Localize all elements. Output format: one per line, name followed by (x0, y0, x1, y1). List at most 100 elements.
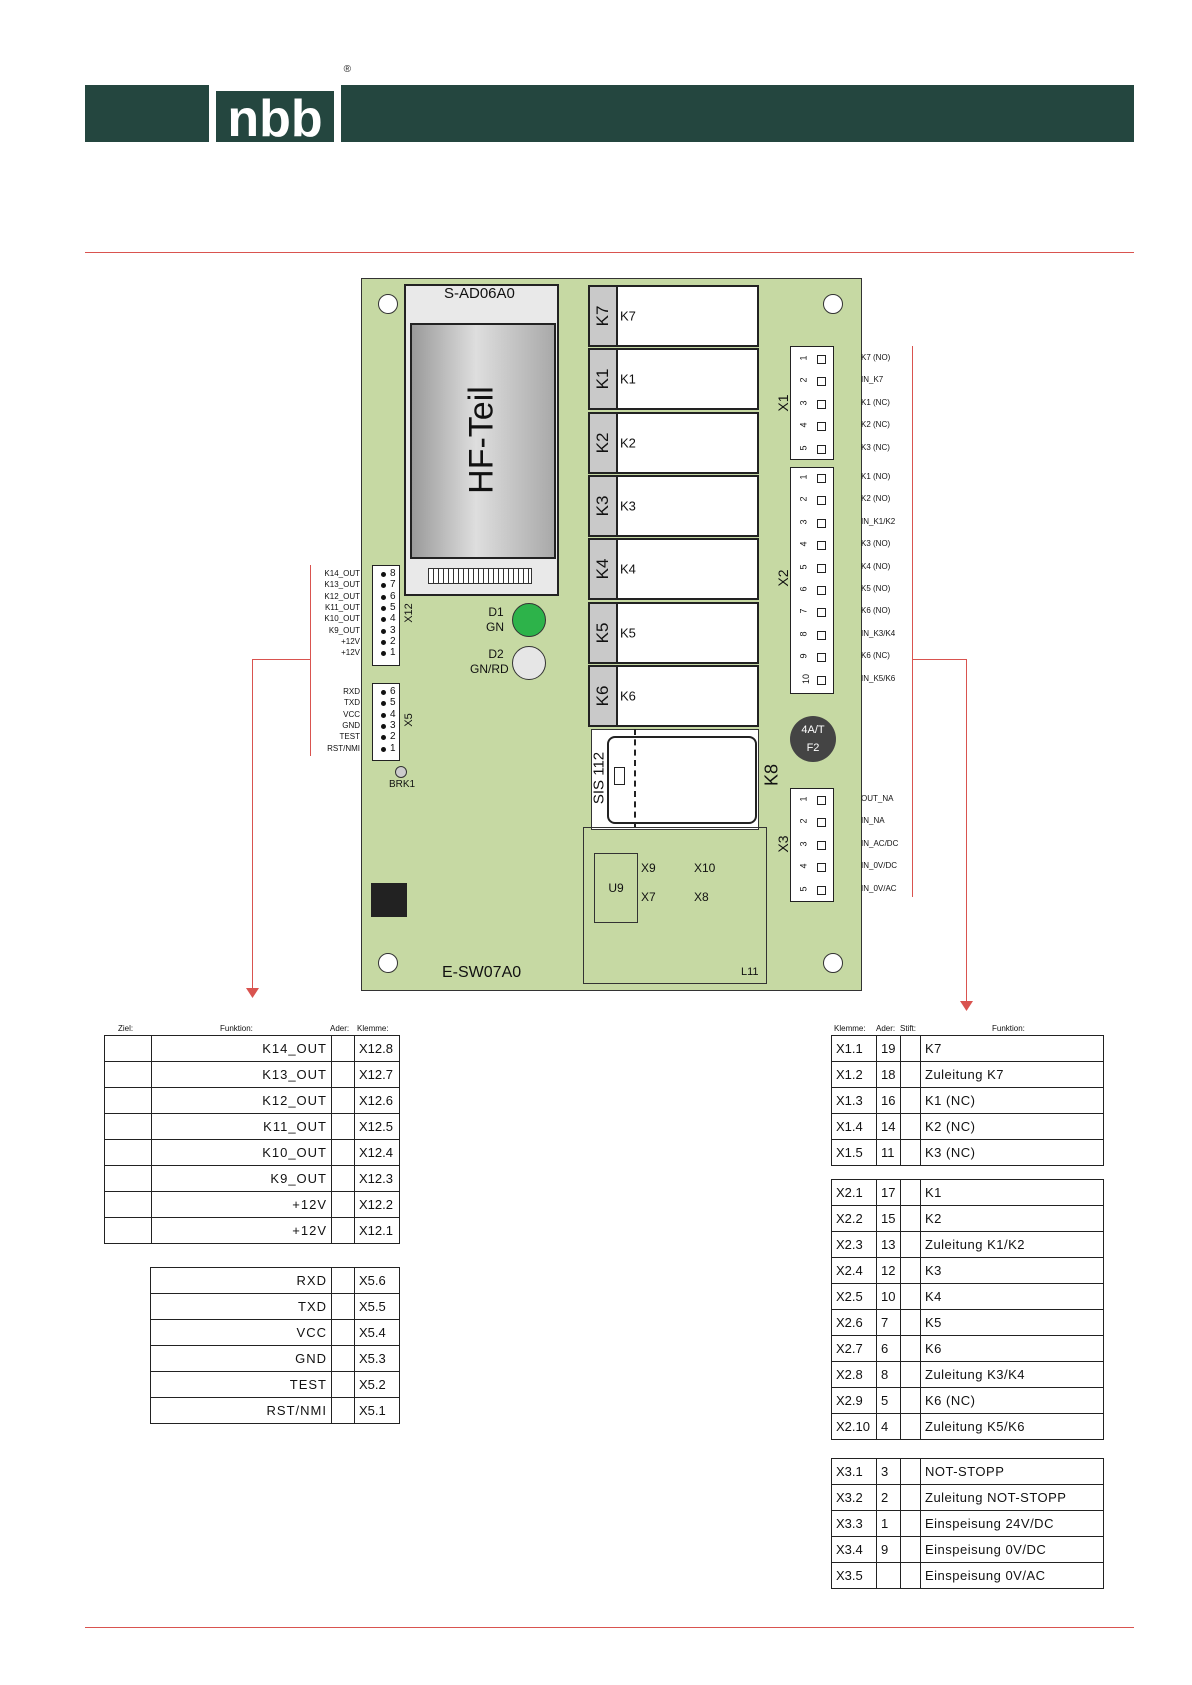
funktion-cell: K9_OUT (151, 1165, 332, 1192)
x8-label: X8 (694, 890, 709, 904)
x12-name: X12 (403, 603, 415, 623)
u9-chip: U9 (594, 853, 638, 923)
x5-pin-dot (381, 690, 386, 695)
x2-pin-number: 2 (798, 496, 809, 502)
x12-pin-number: 1 (390, 647, 396, 659)
x12-pin-number: 7 (390, 579, 396, 591)
x5-pin-dot (381, 723, 386, 729)
relay-label: K5 (620, 625, 636, 640)
x12-pin-dot (381, 594, 386, 600)
fuse-rating: 4A/T (801, 724, 825, 736)
x2-pin-number: 8 (798, 631, 809, 637)
connector-x1 (790, 346, 834, 460)
klemme-cell: X12.1 (354, 1217, 400, 1244)
x5-pin-number: 2 (390, 731, 396, 743)
x2-pin-number: 6 (798, 586, 809, 592)
klemme-cell: X12.2 (354, 1191, 400, 1218)
x2-pin-label: K6 (NO) (861, 606, 891, 616)
sis-relay-housing (607, 736, 757, 824)
x2-name: X2 (775, 569, 791, 587)
x1-pin-square (817, 355, 826, 364)
funktion-cell: Zuleitung K5/K6 (920, 1413, 1104, 1440)
funktion-cell: K3 (920, 1257, 1104, 1284)
x1-pin-number: 1 (798, 355, 809, 361)
klemme-cell: X3.1 (831, 1458, 877, 1485)
x2-pin-square (817, 563, 826, 573)
right-bracket (912, 346, 913, 897)
x1-pin-label: K7 (NO) (861, 353, 891, 362)
x5-pin-label: VCC (343, 709, 360, 719)
funktion-cell: GND (150, 1345, 332, 1372)
relay-label: K6 (620, 688, 636, 704)
relay-tab: K4 (590, 540, 618, 599)
klemme-cell: X5.2 (354, 1371, 400, 1398)
funktion-cell: K5 (920, 1309, 1104, 1336)
ader-cell (876, 1562, 901, 1589)
ader-cell: 19 (876, 1035, 901, 1062)
funktion-cell: K7 (920, 1035, 1104, 1062)
x1-pin-square (817, 377, 826, 387)
ader-cell: 15 (876, 1205, 901, 1232)
klemme-cell: X12.3 (354, 1165, 400, 1192)
ader-cell: 11 (876, 1139, 901, 1166)
left-header-ader: Ader: (330, 1024, 350, 1033)
funktion-cell: K4 (920, 1283, 1104, 1310)
klemme-cell: X2.6 (831, 1309, 877, 1336)
funktion-cell: Einspeisung 0V/AC (920, 1562, 1104, 1589)
x9-label: X9 (641, 861, 656, 875)
ader-cell: 10 (876, 1283, 901, 1310)
nbb-logo: nbb ® (209, 61, 351, 142)
mounting-hole (378, 953, 398, 973)
ader-cell (331, 1139, 355, 1166)
ader-cell: 17 (876, 1179, 901, 1206)
left-leader-h (252, 659, 310, 660)
stift-cell (900, 1139, 921, 1166)
x5-pin-label: TEST (339, 732, 360, 742)
x2-pin-label: K5 (NO) (861, 584, 891, 593)
x2-pin-label: K4 (NO) (861, 561, 891, 571)
funktion-cell: K11_OUT (151, 1113, 332, 1140)
x2-pin-number: 1 (798, 474, 809, 480)
x12-pin-label: +12V (341, 648, 360, 658)
x1-pin-number: 2 (798, 377, 809, 383)
x5-pin-number: 3 (390, 719, 396, 731)
relay-label: K1 (620, 371, 636, 387)
led-d1 (512, 603, 546, 637)
ader-cell (331, 1087, 355, 1114)
stift-cell (900, 1510, 921, 1537)
x5-pin-label: GND (342, 720, 360, 730)
stift-cell (900, 1179, 921, 1206)
klemme-cell: X12.6 (354, 1087, 400, 1114)
funktion-cell: RXD (150, 1267, 332, 1294)
funktion-cell: Zuleitung K1/K2 (920, 1231, 1104, 1258)
funktion-cell: NOT-STOPP (920, 1458, 1104, 1485)
ader-cell: 8 (876, 1361, 901, 1388)
relay-tab: K5 (590, 603, 618, 662)
relay-tab-label: K2 (593, 432, 612, 453)
left-bracket (310, 565, 311, 756)
x1-pin-number: 3 (798, 400, 809, 406)
x12-pin-dot (381, 617, 386, 623)
led-d2-name: D2 (488, 647, 504, 661)
x3-pin-square (817, 796, 826, 805)
ader-cell (331, 1113, 355, 1140)
relay-tab: K6 (590, 666, 618, 725)
x2-pin-square (817, 518, 826, 528)
klemme-cell: X2.5 (831, 1283, 877, 1310)
x12-pin-dot (381, 651, 386, 657)
brk-label: BRK1 (389, 779, 416, 790)
funktion-cell: Zuleitung K7 (920, 1061, 1104, 1088)
klemme-cell: X2.7 (831, 1335, 877, 1362)
funktion-cell: K13_OUT (151, 1061, 332, 1088)
hf-shield (410, 323, 556, 559)
